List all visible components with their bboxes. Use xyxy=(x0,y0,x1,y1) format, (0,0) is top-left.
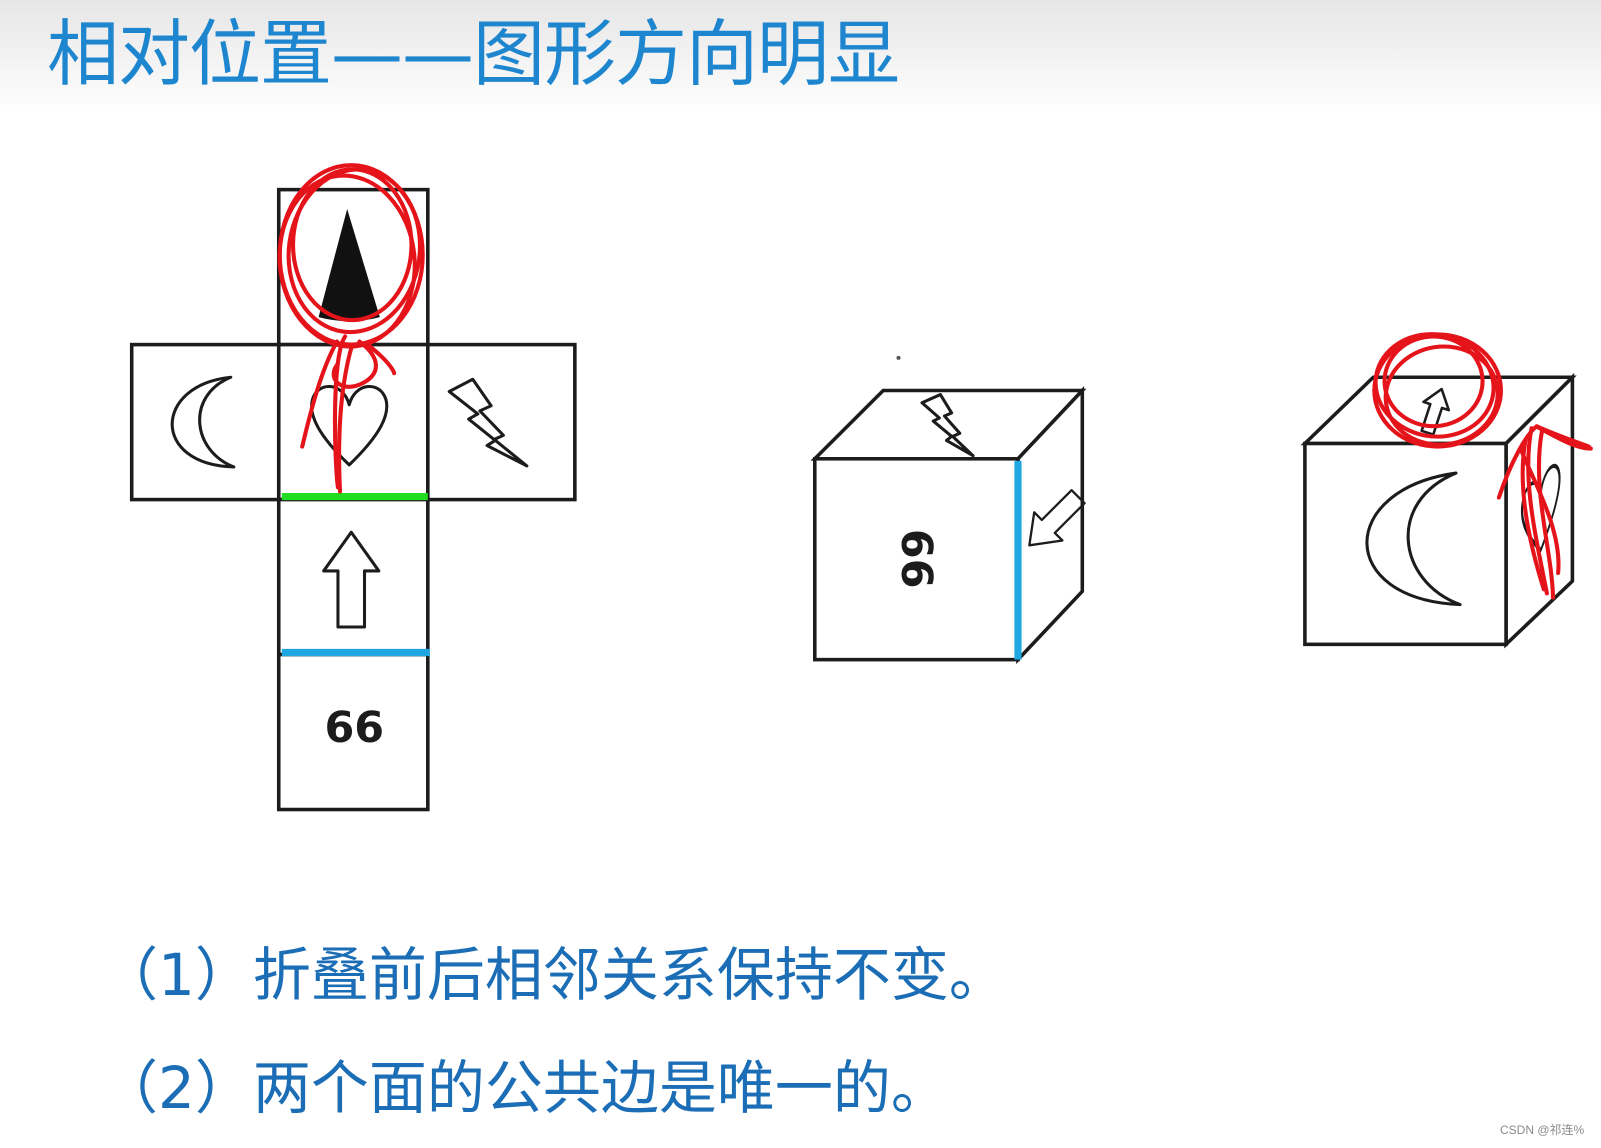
up-arrow-icon xyxy=(1420,387,1451,436)
rule-line-2: （2）两个面的公共边是唯一的。 xyxy=(100,1054,949,1122)
cube-b xyxy=(1300,332,1593,649)
cube-a: 66 xyxy=(810,355,1087,665)
moon-icon xyxy=(1365,471,1462,607)
moon-icon xyxy=(170,375,236,469)
lightning-icon xyxy=(447,377,529,468)
heart-icon xyxy=(310,384,389,467)
red-annotation-scribble xyxy=(1372,332,1593,600)
cube-net: 66 xyxy=(129,163,577,812)
net-face-bottom xyxy=(276,652,430,812)
cube-a-front-label: 66 xyxy=(891,529,941,589)
arrow-icon xyxy=(1028,489,1086,547)
triangle-icon xyxy=(318,209,380,322)
cube-a-front-face xyxy=(813,457,1020,662)
net-face-right xyxy=(426,342,577,502)
net-face-label: 66 xyxy=(324,703,384,753)
top-band xyxy=(0,0,1601,115)
net-face-arrow xyxy=(276,497,430,657)
cube-b-front-face xyxy=(1303,441,1508,647)
rule-line-1: （1）折叠前后相邻关系保持不变。 xyxy=(100,941,1007,1009)
lightning-icon xyxy=(920,393,975,458)
net-face-left xyxy=(129,342,281,502)
up-arrow-icon xyxy=(322,530,381,629)
artifact-mark xyxy=(896,355,901,360)
slide-title: 相对位置——图形方向明显 xyxy=(47,12,900,96)
net-face-center xyxy=(276,342,430,502)
red-annotation-circle xyxy=(277,163,425,494)
watermark: CSDN @祁连% xyxy=(1500,1123,1585,1137)
